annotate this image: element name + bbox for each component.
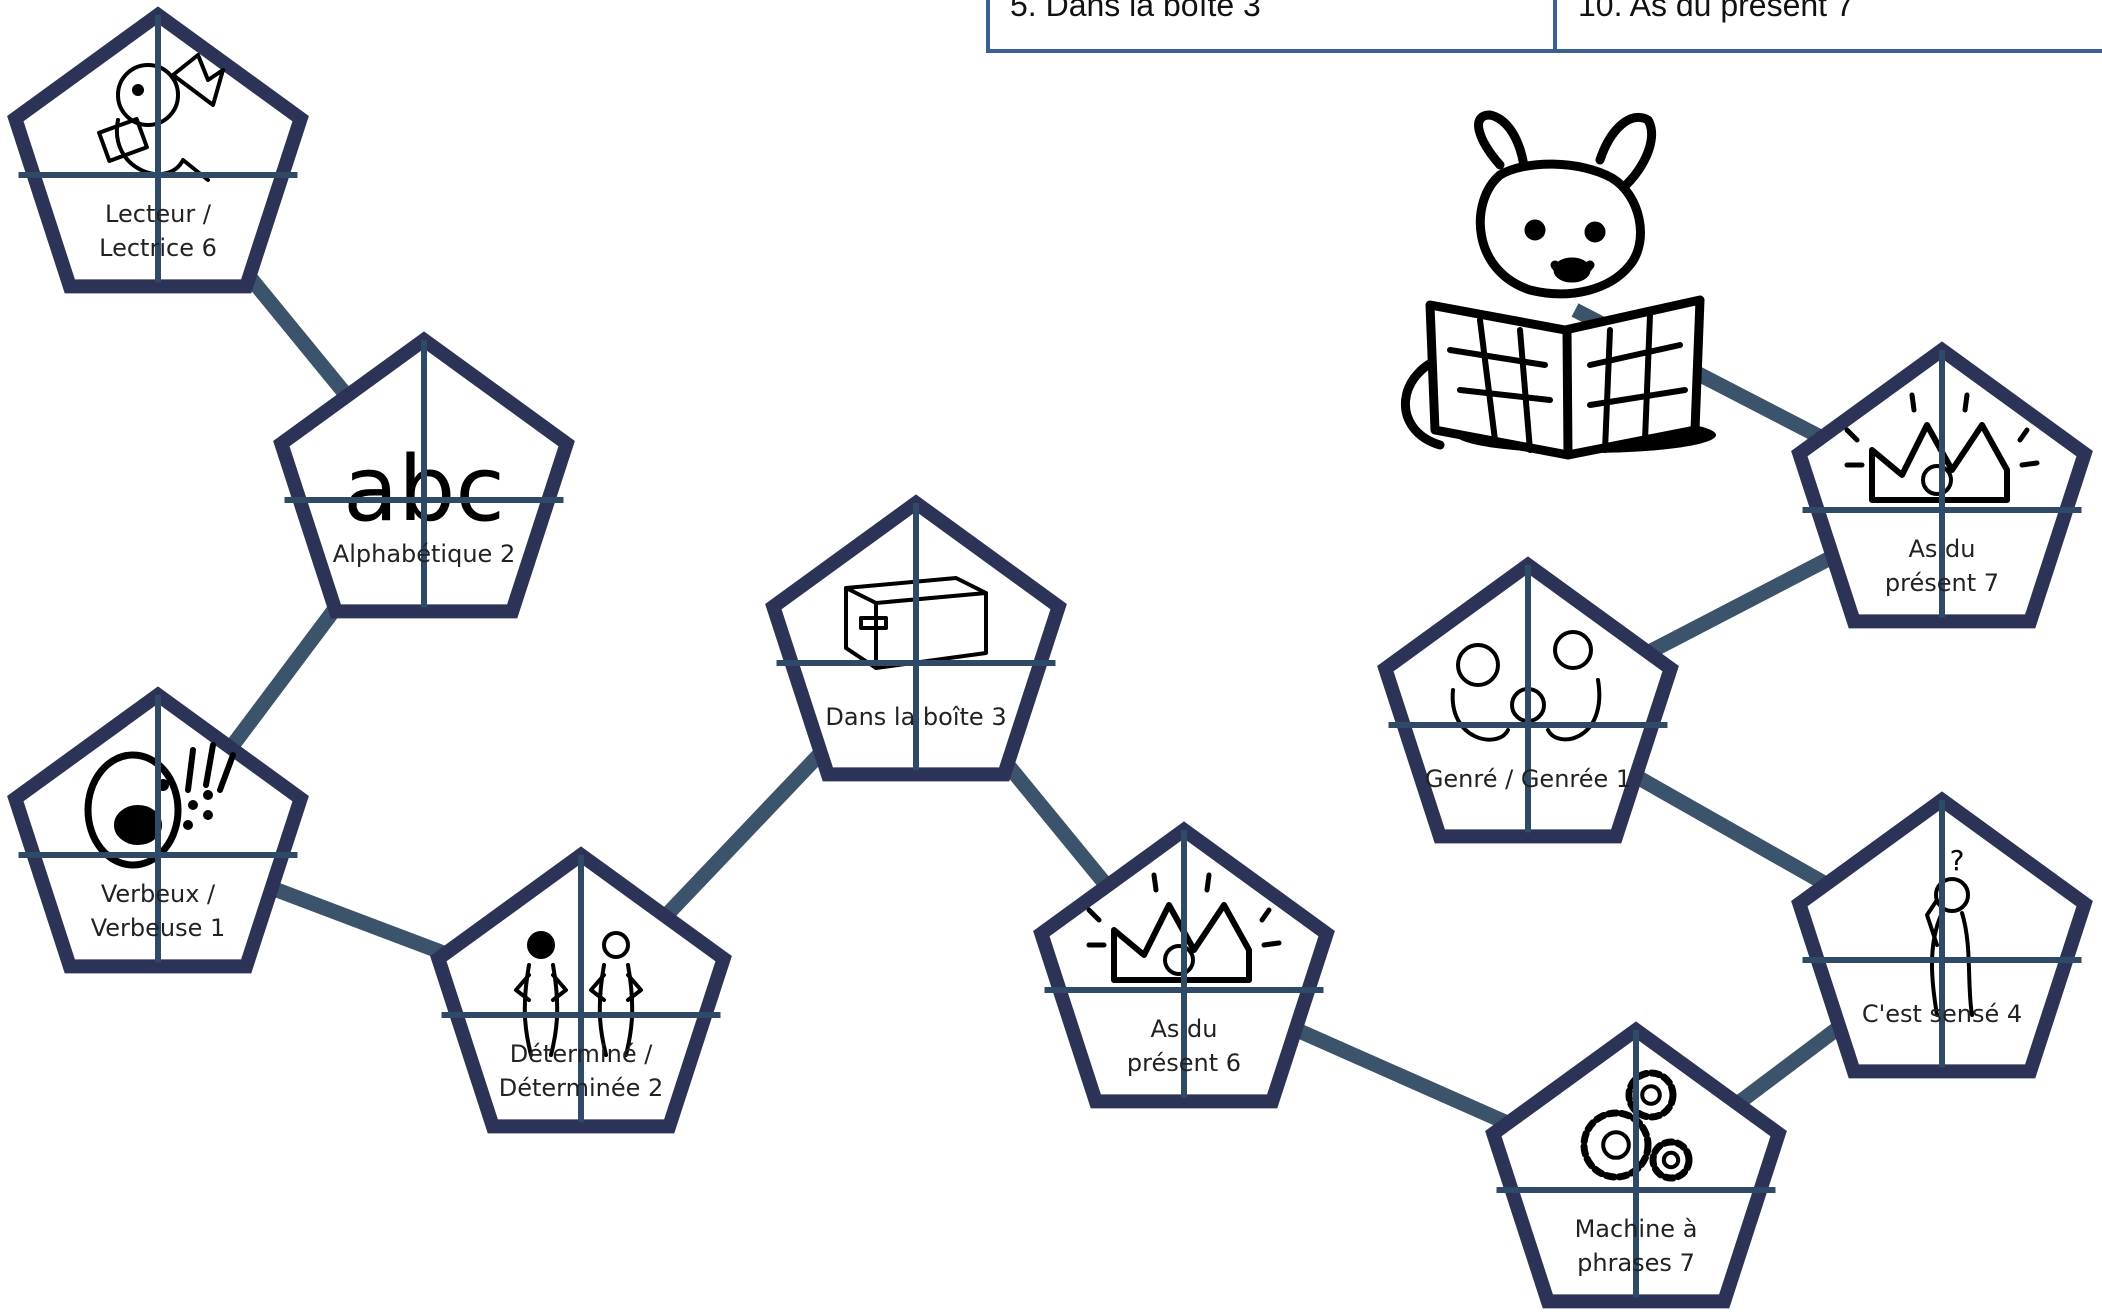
skill-node-genre[interactable]: Genré / Genrée 1 (1385, 565, 1670, 836)
skill-node-label: Verbeux / (101, 880, 216, 908)
skill-node-label: présent 7 (1885, 569, 1999, 597)
skill-node-label: Genré / Genrée 1 (1425, 765, 1631, 793)
kangaroo-reading-map-icon (1405, 115, 1716, 455)
skill-node-sense[interactable]: ? C'est sensé 4 (1799, 800, 2084, 1071)
skill-node-label: Dans la boîte 3 (825, 703, 1006, 731)
legend-cell-right: 10. As du présent 7 (1578, 0, 1854, 23)
svg-text:?: ? (1950, 844, 1965, 877)
skill-node-label: Verbeuse 1 (91, 914, 226, 942)
skill-node-label: Lectrice 6 (99, 234, 217, 262)
skill-node-label: As du (1151, 1015, 1218, 1043)
skill-node-lecteur[interactable]: Lecteur / Lectrice 6 (15, 15, 300, 286)
skill-node-label: phrases 7 (1577, 1249, 1695, 1277)
legend-table: 5. Dans la boîte 3 10. As du présent 7 (988, 0, 2102, 51)
skill-node-label: Lecteur / (105, 200, 212, 228)
legend-cell-left: 5. Dans la boîte 3 (1010, 0, 1261, 23)
skill-node-label: C'est sensé 4 (1862, 1000, 2022, 1028)
skill-node-label: As du (1909, 535, 1976, 563)
skill-node-verbeux[interactable]: Verbeux / Verbeuse 1 (15, 695, 300, 966)
skill-node-label: Déterminée 2 (499, 1074, 664, 1102)
skill-node-label: présent 6 (1127, 1049, 1241, 1077)
skill-node-label: Alphabétique 2 (333, 540, 515, 568)
skill-node-label: Machine à (1575, 1215, 1698, 1243)
skill-node-label: Déterminé / (510, 1040, 654, 1068)
skill-node-machine[interactable]: Machine à phrases 7 (1493, 1030, 1778, 1301)
skill-node-boite[interactable]: Dans la boîte 3 (773, 503, 1058, 774)
skill-node-as6[interactable]: As du présent 6 (1041, 830, 1326, 1101)
skill-node-as7[interactable]: As du présent 7 (1799, 350, 2084, 621)
